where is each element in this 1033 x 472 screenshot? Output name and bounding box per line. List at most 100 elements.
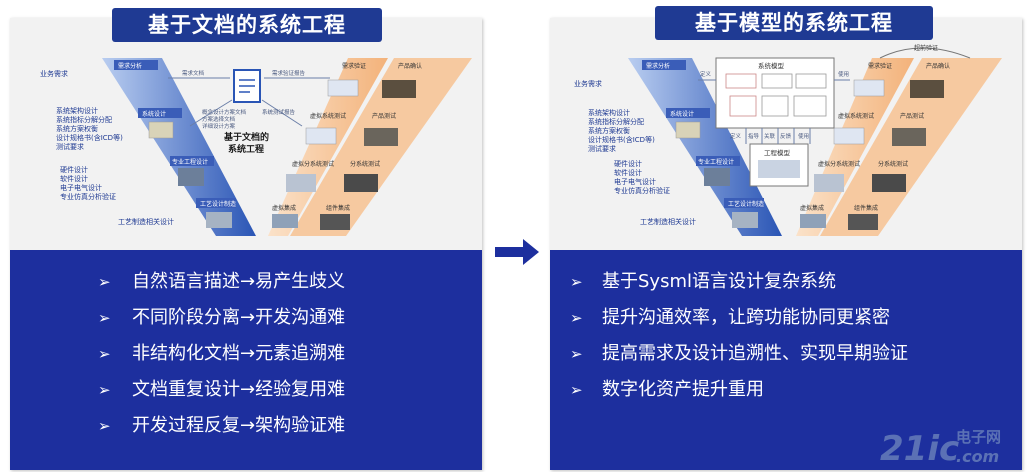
label-hw-1: 硬件设计 [60, 165, 88, 174]
label-hw-4: 专业仿真分析验证 [614, 186, 670, 195]
link-feedback: 反馈 [780, 132, 792, 140]
label-arch-1: 系统架构设计 [56, 106, 98, 115]
document-based-panel: 业务需求 系统架构设计 系统指标分解分配 系统方案权衡 设计规格书(含ICD等)… [10, 8, 482, 470]
label-define: 定义 [700, 70, 712, 78]
product-band [290, 58, 472, 236]
arrow-right-icon [495, 239, 539, 265]
chevron-right-icon: ➢ [98, 345, 111, 363]
step-virt-int: 虚拟集成 [272, 204, 296, 212]
drawback-item: ➢不同阶段分离→开发沟通难 [10, 300, 482, 336]
step-req-analysis: 需求分析 [646, 62, 670, 70]
label-arch-3: 系统方案权衡 [56, 124, 98, 133]
step-vsys-test: 虚拟系统测试 [838, 112, 874, 120]
step-req-verify: 需求验证 [868, 62, 892, 70]
step-comp-int: 组件集成 [854, 204, 878, 212]
svg-text:电子网: 电子网 [956, 428, 1001, 446]
design-band [102, 58, 256, 236]
watermark-logo: 21ic 电子网 .com [880, 428, 1001, 469]
link-relate: 关联 [764, 132, 776, 140]
label-arch-5: 测试要求 [588, 144, 616, 153]
step-req-verify: 需求验证 [342, 62, 366, 70]
center-label-1: 基于文档的 [223, 131, 269, 143]
label-spec-3: 详细设计方案 [202, 122, 236, 130]
step-vsys-test: 虚拟系统测试 [310, 112, 346, 120]
label-hw-2: 软件设计 [614, 168, 642, 177]
design-band [628, 58, 782, 236]
step-pro-design: 专业工程设计 [172, 158, 208, 166]
label-arch-4: 设计规格书(含ICD等) [56, 133, 123, 142]
label-hw-4: 专业仿真分析验证 [60, 192, 116, 201]
label-sys-test-report: 系统测试报告 [262, 108, 296, 116]
chevron-right-icon: ➢ [98, 417, 111, 435]
document-based-title: 基于文档的系统工程 [112, 8, 382, 42]
drawback-item: ➢开发过程反复→架构验证难 [10, 408, 482, 444]
drawback-item: ➢自然语言描述→易产生歧义 [10, 264, 482, 300]
step-vsub-test: 虚拟分系统测试 [292, 160, 334, 168]
model-based-panel: 业务需求 系统架构设计 系统指标分解分配 系统方案权衡 设计规格书(含ICD等)… [550, 6, 1022, 470]
model-based-benefits: ➢基于Sysml语言设计复杂系统 ➢提升沟通效率，让跨功能协同更紧密 ➢提高需求… [550, 250, 1022, 470]
step-prod-test: 产品测试 [900, 112, 924, 120]
label-arch-5: 测试要求 [56, 142, 84, 151]
benefit-item: ➢基于Sysml语言设计复杂系统 [550, 264, 1022, 300]
label-use: 使用 [838, 70, 849, 78]
link-guide: 指导 [748, 132, 760, 140]
label-spec-1: 概念设计方案文档 [202, 108, 247, 116]
benefit-item: ➢提高需求及设计追溯性、实现早期验证 [550, 336, 1022, 372]
chevron-right-icon: ➢ [570, 381, 583, 399]
step-vsub-test: 虚拟分系统测试 [818, 160, 860, 168]
document-based-drawbacks: ➢自然语言描述→易产生歧义 ➢不同阶段分离→开发沟通难 ➢非结构化文档→元素追溯… [10, 250, 482, 470]
model-based-title: 基于模型的系统工程 [655, 6, 933, 40]
early-verify-arc [879, 47, 971, 59]
label-system-model: 系统模型 [758, 61, 785, 70]
svg-text:21ic: 21ic [880, 429, 959, 469]
label-craft: 工艺制造相关设计 [118, 217, 174, 226]
benefit-item: ➢数字化资产提升重用 [550, 372, 1022, 408]
step-craft-design: 工艺设计制造 [728, 200, 764, 208]
drawback-item: ➢非结构化文档→元素追溯难 [10, 336, 482, 372]
label-hw-2: 软件设计 [60, 174, 88, 183]
label-arch-3: 系统方案权衡 [588, 126, 630, 135]
step-virt-int: 虚拟集成 [800, 204, 824, 212]
chevron-right-icon: ➢ [98, 381, 111, 399]
step-prod-confirm: 产品确认 [926, 62, 950, 70]
label-hw-3: 电子电气设计 [614, 177, 656, 186]
label-arch-4: 设计规格书(含ICD等) [588, 135, 655, 144]
product-band [820, 58, 1002, 236]
benefit-item: ➢提升沟通效率，让跨功能协同更紧密 [550, 300, 1022, 336]
step-sub-test: 分系统测试 [350, 160, 380, 168]
svg-text:.com: .com [956, 447, 999, 466]
link-define: 定义 [730, 132, 742, 140]
step-prod-confirm: 产品确认 [398, 62, 422, 70]
step-sub-test: 分系统测试 [878, 160, 908, 168]
label-engineering-model: 工程模型 [764, 148, 791, 157]
step-sys-design: 系统设计 [142, 110, 166, 118]
chevron-right-icon: ➢ [570, 309, 583, 327]
label-craft: 工艺制造相关设计 [640, 217, 696, 226]
step-craft-design: 工艺设计制造 [200, 200, 236, 208]
drawback-item: ➢文档重复设计→经验复用难 [10, 372, 482, 408]
step-comp-int: 组件集成 [326, 204, 350, 212]
label-arch-2: 系统指标分解分配 [56, 115, 112, 124]
label-hw-3: 电子电气设计 [60, 183, 102, 192]
step-sys-design: 系统设计 [670, 110, 694, 118]
chevron-right-icon: ➢ [98, 309, 111, 327]
step-req-analysis: 需求分析 [118, 62, 142, 70]
label-biz-req: 业务需求 [574, 79, 602, 88]
label-arch-1: 系统架构设计 [588, 108, 630, 117]
label-early-verify: 超前验证 [914, 44, 938, 52]
v-model-diagram-document: 业务需求 系统架构设计 系统指标分解分配 系统方案权衡 设计规格书(含ICD等)… [40, 58, 472, 236]
v-model-diagram-model: 业务需求 系统架构设计 系统指标分解分配 系统方案权衡 设计规格书(含ICD等)… [574, 44, 1002, 236]
label-arch-2: 系统指标分解分配 [588, 117, 644, 126]
label-spec-2: 方案选择文档 [202, 115, 236, 123]
center-label-2: 系统工程 [228, 143, 264, 155]
step-pro-design: 专业工程设计 [698, 158, 734, 166]
label-biz-req: 业务需求 [40, 69, 68, 78]
chevron-right-icon: ➢ [570, 345, 583, 363]
label-req-report: 需求验证报告 [272, 69, 306, 77]
chevron-right-icon: ➢ [98, 273, 111, 291]
step-prod-test: 产品测试 [372, 112, 396, 120]
label-req-doc: 需求文档 [182, 69, 205, 77]
link-use: 使用 [798, 132, 809, 140]
label-hw-1: 硬件设计 [614, 159, 642, 168]
chevron-right-icon: ➢ [570, 273, 583, 291]
